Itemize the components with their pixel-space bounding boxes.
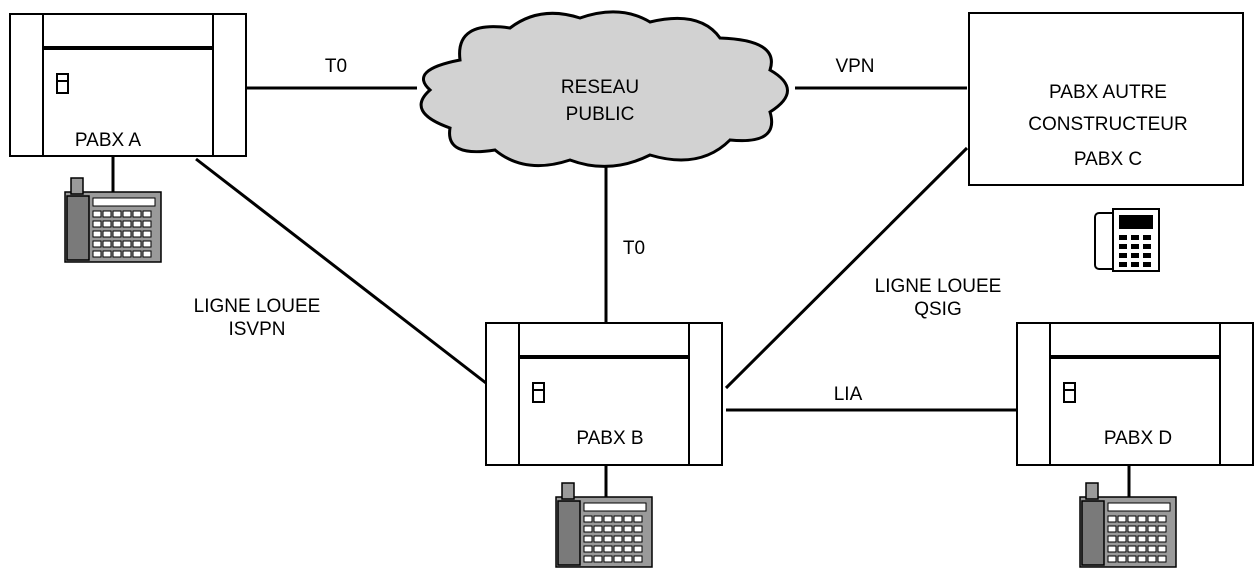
- pabx-c-label: PABX C: [1074, 149, 1142, 170]
- connections: [111, 86, 1131, 500]
- link-c-b-label-line2: QSIG: [914, 299, 962, 320]
- desk-phone-icon: [555, 482, 653, 568]
- link-cloud-c-label: VPN: [835, 56, 874, 77]
- link-a-b: [195, 157, 487, 385]
- link-c-b: [724, 146, 969, 390]
- pabx-d-label: PABX D: [1104, 428, 1172, 449]
- pabx-b-label: PABX B: [576, 428, 643, 449]
- link-a-b-label-line1: LIGNE LOUEE: [194, 296, 321, 317]
- cloud-label-line2: PUBLIC: [566, 104, 635, 125]
- pabx-c-line2: CONSTRUCTEUR: [1028, 114, 1187, 135]
- pabx-a-label: PABX A: [75, 130, 142, 151]
- link-a-cloud-label: T0: [325, 56, 347, 77]
- link-c-b-label-line1: LIGNE LOUEE: [875, 276, 1002, 297]
- link-cloud-b-label: T0: [623, 238, 645, 259]
- desk-phone-icon: [1094, 208, 1160, 272]
- cloud-label-line1: RESEAU: [561, 77, 639, 98]
- cloud-icon: [419, 10, 789, 168]
- pabx-c-line1: PABX AUTRE: [1049, 82, 1167, 103]
- pabx-c: [968, 12, 1244, 186]
- link-b-d-label: LIA: [834, 384, 863, 405]
- link-a-b-label-line2: ISVPN: [228, 319, 285, 340]
